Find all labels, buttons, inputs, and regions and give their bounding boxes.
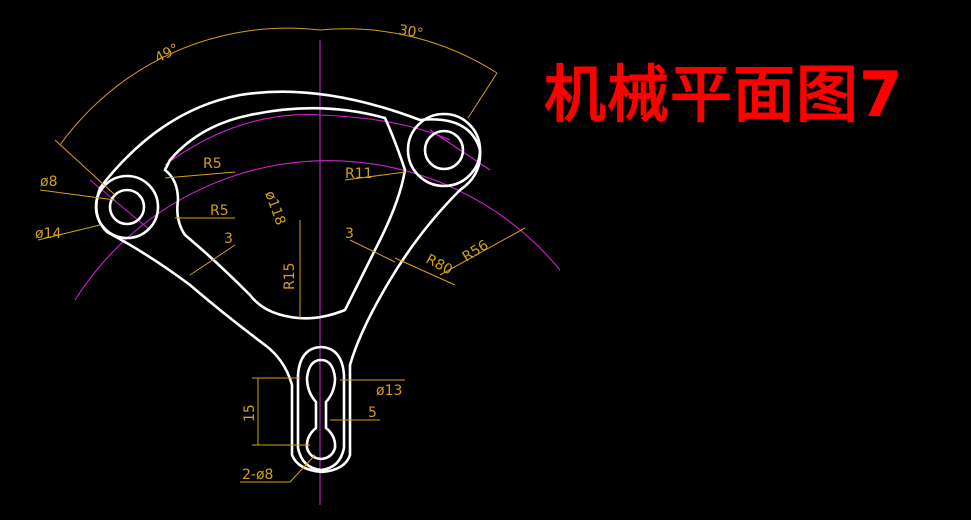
dim-r56: R56 [460, 237, 492, 265]
right-boss-outer [406, 112, 482, 188]
dim-r5-top: R5 [203, 156, 222, 172]
dim-dia-left-inner: ø8 [40, 174, 57, 190]
bottom-slot-inner [305, 358, 337, 461]
dim-slot-length: 15 [242, 404, 258, 422]
inner-cutout [163, 106, 407, 320]
outer-profile [94, 90, 482, 474]
bottom-slot-outer [296, 345, 346, 472]
centerlines [74, 40, 561, 505]
dim-angle-49: 49° [152, 41, 181, 67]
dim-r5-bottom: R5 [210, 203, 229, 219]
dim-dia-13: ø13 [376, 383, 402, 399]
left-hole [108, 188, 146, 226]
dim-r80: R80 [423, 251, 455, 278]
dim-r11: R11 [345, 166, 373, 182]
dim-wall-left: 3 [224, 231, 233, 247]
dim-angle-30: 30° [397, 22, 424, 42]
angle-49-arc [59, 27, 321, 146]
pitch-arc [74, 160, 561, 301]
dim-dia-118: ø118 [261, 189, 288, 228]
inner-arc-centerline [164, 114, 451, 166]
dim-slot-gap: 5 [368, 405, 377, 421]
dim-holes: 2-ø8 [242, 467, 273, 483]
angle-30-arc [319, 28, 498, 74]
dim-r15: R15 [282, 262, 298, 290]
drawing-title: 机械平面图7 [544, 58, 904, 131]
dimension-lines [37, 27, 526, 483]
dim-wall-right: 3 [345, 226, 354, 242]
part-outline [94, 90, 482, 474]
dimension-texts: 49° 30° ø8 ø14 R5 R5 3 ø118 R15 R11 3 R8… [35, 22, 492, 483]
left-boss-outer [94, 174, 160, 240]
dim-dia-left-outer: ø14 [35, 226, 61, 242]
right-hole [423, 129, 465, 171]
